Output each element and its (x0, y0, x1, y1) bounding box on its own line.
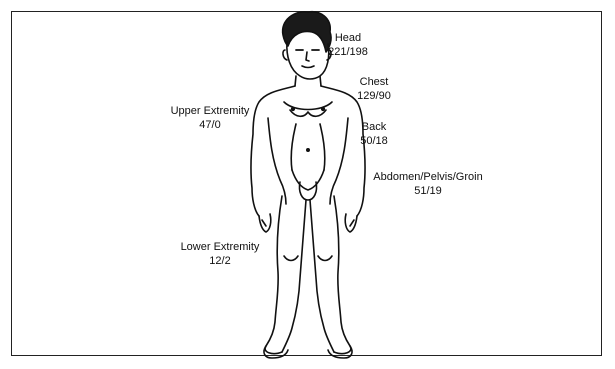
abdomen-line (291, 124, 325, 170)
region-label-head: Head 221/198 (318, 31, 378, 59)
region-value-lower-extremity: 12/2 (172, 254, 268, 268)
region-name-upper-extremity: Upper Extremity (163, 104, 257, 118)
right-leg-inner (310, 200, 334, 352)
nose (306, 52, 309, 61)
region-label-back: Back 50/18 (352, 120, 396, 148)
region-label-chest: Chest 129/90 (346, 75, 402, 103)
right-leg-outer (334, 196, 351, 354)
groin (299, 182, 316, 200)
region-value-chest: 129/90 (346, 89, 402, 103)
region-value-back: 50/18 (352, 134, 396, 148)
region-value-upper-extremity: 47/0 (163, 118, 257, 132)
right-hand (345, 214, 357, 232)
region-value-head: 221/198 (318, 45, 378, 59)
region-label-upper-extremity: Upper Extremity 47/0 (163, 104, 257, 132)
region-name-back: Back (352, 120, 396, 134)
region-name-lower-extremity: Lower Extremity (172, 240, 268, 254)
region-name-abdomen-pelvis-groin: Abdomen/Pelvis/Groin (352, 170, 504, 184)
region-name-chest: Chest (346, 75, 402, 89)
region-label-lower-extremity: Lower Extremity 12/2 (172, 240, 268, 268)
left-hand (259, 214, 271, 232)
region-value-abdomen-pelvis-groin: 51/19 (352, 184, 504, 198)
left-knee (284, 256, 298, 261)
region-label-abdomen-pelvis-groin: Abdomen/Pelvis/Groin 51/19 (352, 170, 504, 198)
right-knee (318, 256, 332, 261)
left-leg-inner (282, 200, 306, 352)
left-leg-outer (265, 196, 282, 354)
mouth (302, 66, 314, 68)
region-name-head: Head (318, 31, 378, 45)
